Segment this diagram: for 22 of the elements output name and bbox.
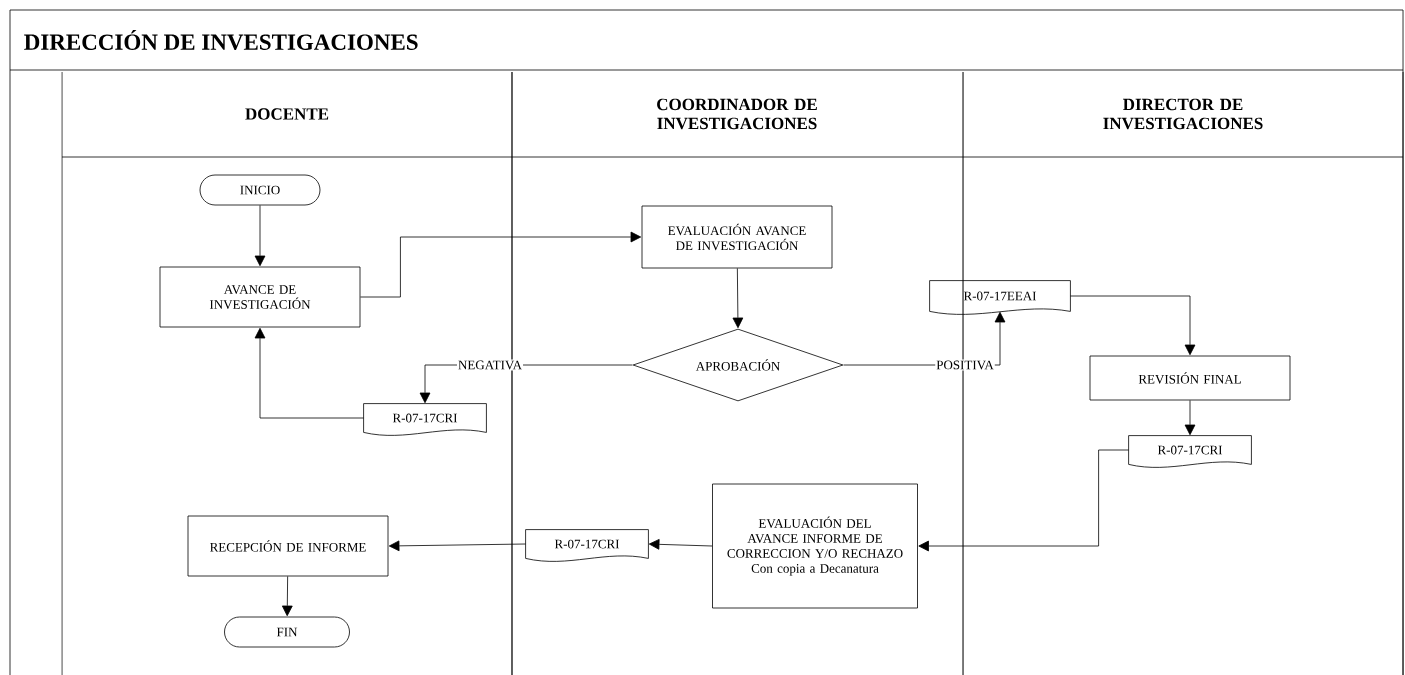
- arrow: [254, 327, 364, 419]
- document-shape: R-07-17CRI: [1128, 435, 1252, 468]
- arrow: [388, 540, 526, 552]
- arrow: [918, 449, 1129, 552]
- document-shape: R-07-17CRI: [525, 529, 649, 562]
- edge-label: NEGATIVA: [457, 359, 524, 371]
- arrow: [1184, 400, 1196, 436]
- process-box: REVISIÓN FINAL: [1089, 355, 1291, 401]
- arrow: [1070, 295, 1196, 356]
- title: DIRECCIÓN DE INVESTIGACIONES: [24, 29, 418, 51]
- arrow: [254, 205, 266, 267]
- edge-label: POSITIVA: [935, 359, 995, 371]
- process-box: EVALUACIÓN AVANCE DE INVESTIGACIÓN: [641, 205, 833, 269]
- document-shape: R-07-17CRI: [363, 403, 487, 436]
- arrow: [732, 268, 744, 329]
- arrow: [281, 576, 293, 617]
- arrow: [648, 539, 713, 550]
- process-box: AVANCE DE INVESTIGACIÓN: [159, 266, 361, 328]
- document-shape: R-07-17EEAI: [929, 280, 1071, 315]
- process-box: EVALUACIÓN DEL AVANCE INFORME DE CORRECCION Y/O RECHAZO Con copia a Decanatura: [712, 483, 918, 609]
- process-box: RECEPCIÓN DE INFORME: [187, 515, 389, 577]
- arrow: [360, 231, 642, 298]
